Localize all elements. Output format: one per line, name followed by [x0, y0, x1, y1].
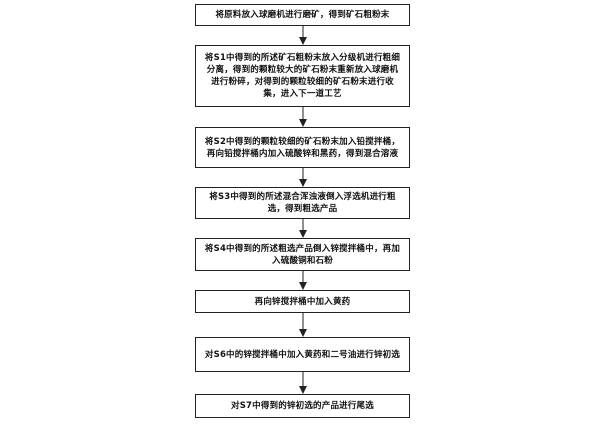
step-6-box: 再向锌搅拌桶中加入黄药	[195, 290, 410, 313]
step-7-box: 对S6中的锌搅拌桶中加入黄药和二号油进行锌初选	[195, 337, 410, 372]
step-1-box: 将原料放入球磨机进行磨矿，得到矿石粗粉末	[195, 4, 410, 26]
step-8-box: 对S7中得到的锌初选的产品进行尾选	[195, 394, 410, 418]
step-5-box: 将S4中得到的所述粗选产品倒入锌搅拌桶中，再加入硫酸铜和石粉	[195, 238, 410, 271]
step-3-box: 将S2中得到的颗粒较细的矿石粉末加入铅搅拌桶，再向铅搅拌桶内加入硫酸锌和黑药，得…	[195, 127, 410, 168]
step-2-box: 将S1中得到的所述矿石粗粉末放入分级机进行粗细分离，得到的颗粒较大的矿石粉末重新…	[195, 45, 410, 107]
step-4-box: 将S3中得到的所述混合浑浊液倒入浮选机进行粗选，得到粗选产品	[195, 187, 410, 219]
